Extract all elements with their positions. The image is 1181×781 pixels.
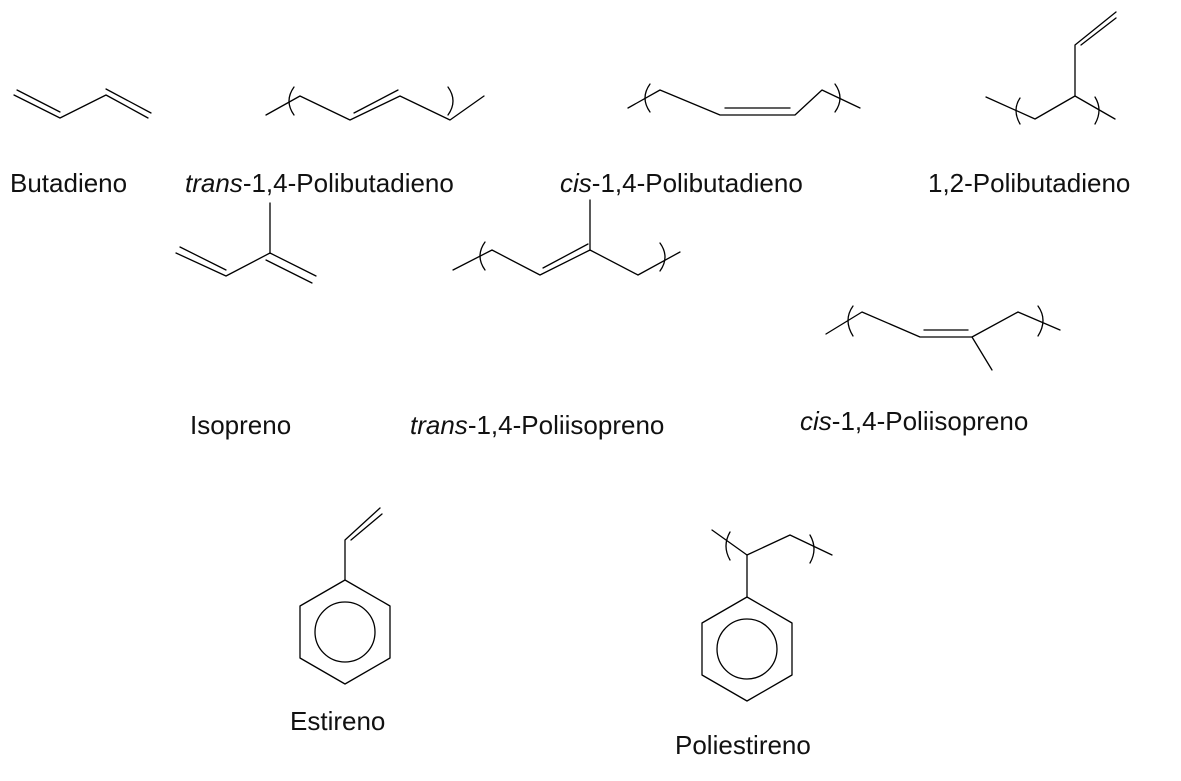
label-12-polybutadiene: 1,2-Polibutadieno [928, 168, 1130, 199]
structure-cis-14-polybutadiene [627, 83, 861, 116]
structure-isoprene [175, 202, 317, 284]
label-name: -1,4-Poliisopreno [467, 410, 665, 440]
structure-cis-14-polyisoprene [825, 305, 1061, 371]
structure-butadiene [13, 88, 152, 119]
label-prefix: trans [410, 410, 468, 440]
label-prefix: cis [800, 406, 832, 436]
structure-12-polybutadiene [985, 11, 1117, 125]
label-prefix: cis [560, 168, 592, 198]
label-cis-14-polybutadiene: cis-1,4-Polibutadieno [560, 168, 803, 199]
label-polystyrene: Poliestireno [675, 730, 811, 761]
label-trans-14-polyisoprene: trans-1,4-Poliisopreno [410, 410, 664, 441]
label-name: Estireno [290, 706, 386, 736]
label-name: Isopreno [190, 410, 292, 440]
label-name: Butadieno [10, 168, 128, 198]
label-prefix: trans [185, 168, 243, 198]
label-cis-14-polyisoprene: cis-1,4-Poliisopreno [800, 406, 1028, 437]
label-name: -1,4-Polibutadieno [591, 168, 803, 198]
label-name: Poliestireno [675, 730, 811, 760]
label-name: -1,4-Polibutadieno [242, 168, 454, 198]
structure-trans-14-polyisoprene [452, 199, 681, 276]
structure-styrene [299, 507, 391, 685]
label-isoprene: Isopreno [190, 410, 291, 441]
label-trans-14-polybutadiene: trans-1,4-Polibutadieno [185, 168, 454, 199]
label-styrene: Estireno [290, 706, 385, 737]
label-name: -1,4-Poliisopreno [831, 406, 1029, 436]
label-butadiene: Butadieno [10, 168, 127, 199]
structure-trans-14-polybutadiene [265, 86, 485, 121]
structure-polystyrene [701, 529, 833, 702]
label-name: 1,2-Polibutadieno [928, 168, 1131, 198]
